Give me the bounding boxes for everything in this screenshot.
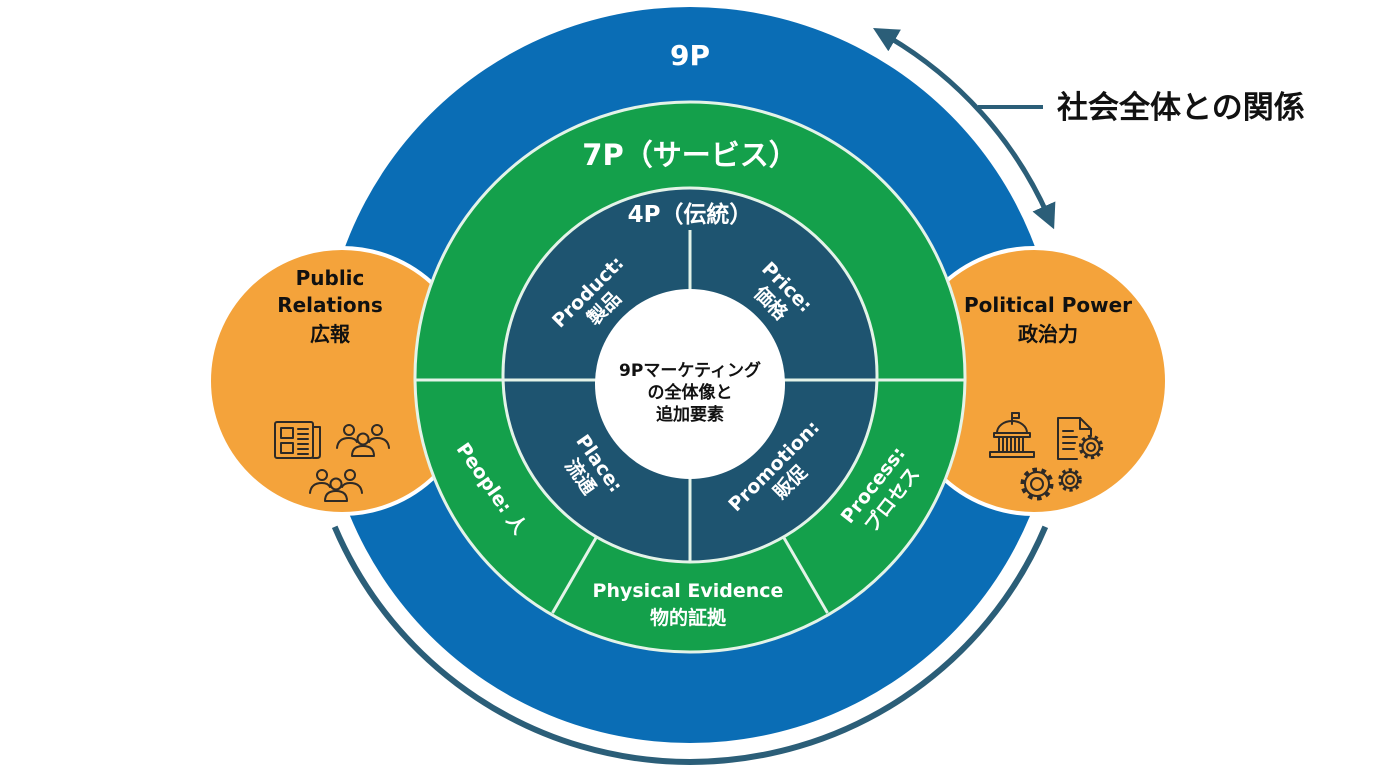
physical-evidence-label: Physical Evidence	[593, 580, 784, 602]
middle-ring-label: 7P（サービス）	[582, 138, 797, 172]
document-gear-icon	[1057, 417, 1104, 460]
political-power-label: Political Power	[964, 293, 1132, 317]
newspaper-icon	[274, 421, 321, 459]
center-title-line1: 9Pマーケティング	[619, 360, 761, 381]
center-title-line2: の全体像と	[648, 382, 733, 403]
society-relation-arrow-icon	[873, 27, 1056, 230]
public-relations-circle: Public Relations 広報	[207, 246, 477, 516]
bottom-arc	[331, 525, 1049, 765]
annotation-label: 社会全体との関係	[1057, 90, 1305, 126]
inner-ring-label: 4P（伝統）	[628, 201, 753, 228]
center-circle	[595, 289, 785, 479]
political-power-circle: Political Power 政治力	[899, 246, 1169, 516]
physical-evidence-label-ja: 物的証拠	[650, 606, 727, 629]
political-power-label-ja: 政治力	[1018, 322, 1078, 346]
public-relations-label-line1: Public	[296, 266, 365, 290]
capitol-building-icon	[989, 412, 1035, 458]
gears-icon	[1020, 467, 1082, 501]
public-relations-label-ja: 広報	[310, 322, 351, 346]
ring-divider-lower-right	[782, 536, 829, 614]
segment-physical-evidence: Physical Evidence 物的証拠	[593, 580, 784, 629]
outer-ring-label: 9P	[670, 39, 710, 72]
ring-divider-lower-left	[551, 536, 598, 614]
public-relations-label-line2: Relations	[277, 293, 383, 317]
center-title-line3: 追加要素	[656, 404, 724, 425]
people-group-icon	[336, 424, 390, 457]
people-group-icon	[309, 469, 363, 502]
